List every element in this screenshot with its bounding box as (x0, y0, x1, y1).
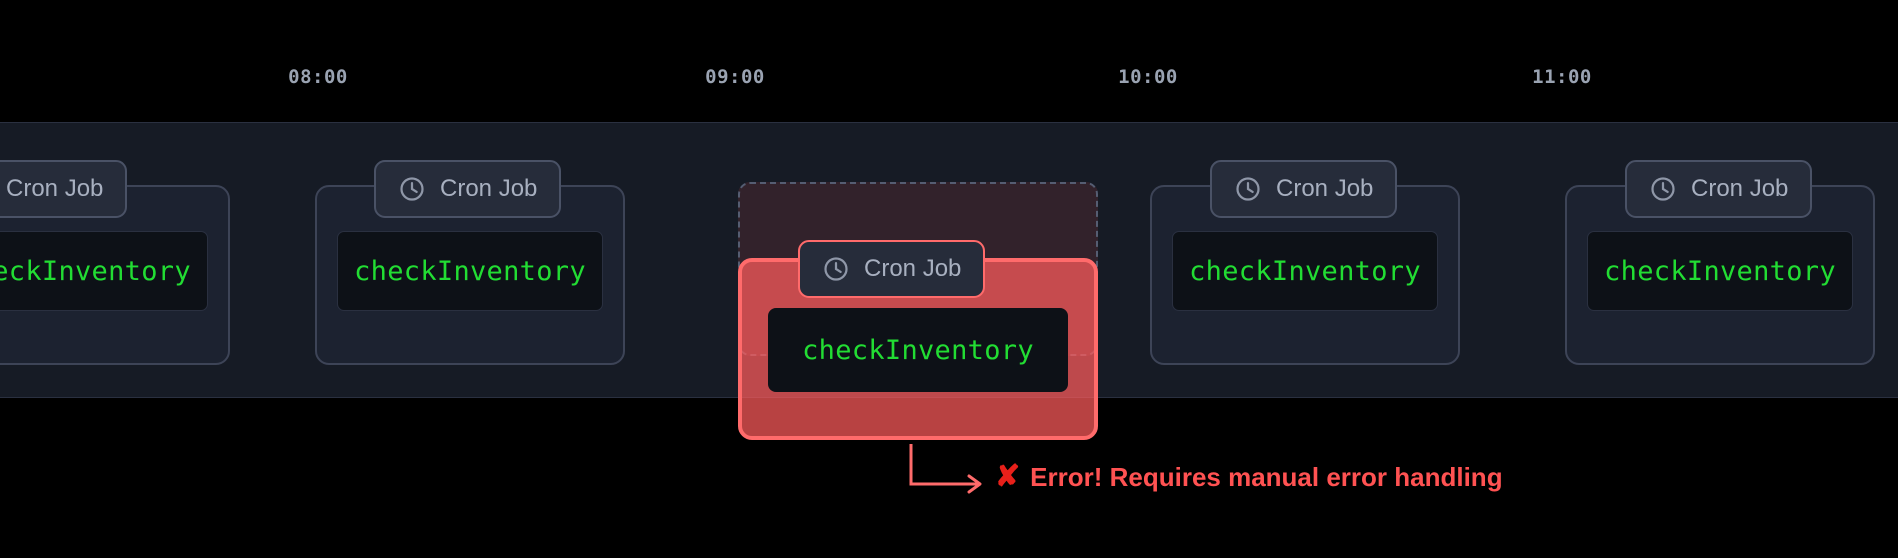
error-message-text: Error! Requires manual error handling (1030, 462, 1503, 492)
clock-icon (822, 255, 850, 283)
time-tick-0900: 09:00 (705, 66, 765, 88)
cron-job-badge-label: Cron Job (440, 175, 538, 202)
job-code-box: checkInventory (337, 231, 603, 311)
cron-job-badge-label: Cron Job (1691, 175, 1789, 202)
job-code-label: checkInventory (1189, 255, 1421, 287)
error-callout: ✘ Error! Requires manual error handling (905, 440, 1505, 520)
job-code-label: checkInventory (0, 255, 191, 287)
error-cron-job-badge[interactable]: Cron Job (798, 240, 986, 298)
time-tick-1000: 10:00 (1118, 66, 1178, 88)
clock-icon (1649, 175, 1677, 203)
clock-icon (1234, 175, 1262, 203)
job-code-box: checkInventory (1172, 231, 1438, 311)
job-card[interactable]: checkInventory (1565, 185, 1875, 365)
error-job-code-box: checkInventory (768, 308, 1068, 392)
cron-job-badge[interactable]: Cron Job (0, 160, 128, 218)
job-code-label: checkInventory (354, 255, 586, 287)
job-code-box: checkInventory (0, 231, 208, 311)
error-message: ✘ Error! Requires manual error handling (995, 462, 1503, 492)
time-tick-0800: 08:00 (288, 66, 348, 88)
cron-job-badge-label: Cron Job (1276, 175, 1374, 202)
cron-job-badge[interactable]: Cron Job (1625, 160, 1813, 218)
job-card[interactable]: checkInventory (315, 185, 625, 365)
clock-icon (398, 175, 426, 203)
time-tick-1100: 11:00 (1532, 66, 1592, 88)
cron-job-badge-label: Cron Job (6, 175, 104, 202)
job-card[interactable]: checkInventory (0, 185, 230, 365)
job-code-label: checkInventory (1604, 255, 1836, 287)
timeline-ruler: 08:00 09:00 10:00 11:00 (0, 0, 1898, 122)
error-x-icon: ✘ (995, 460, 1021, 493)
job-code-box: checkInventory (1587, 231, 1853, 311)
error-cron-job-badge-label: Cron Job (864, 255, 962, 282)
cron-job-badge[interactable]: Cron Job (1210, 160, 1398, 218)
cron-job-badge[interactable]: Cron Job (374, 160, 562, 218)
callout-arrow-icon (909, 444, 982, 494)
error-job-code-label: checkInventory (802, 334, 1034, 366)
